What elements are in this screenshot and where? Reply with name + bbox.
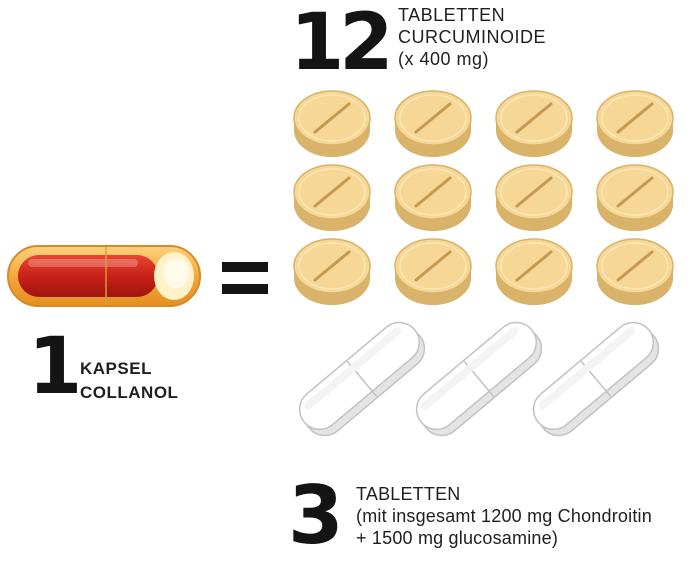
round-tablet-icon — [293, 164, 371, 231]
softgel-capsule-icon — [7, 245, 201, 307]
round-tablet-icon — [495, 238, 573, 305]
round-tablet-icon — [394, 238, 472, 305]
caplet-caption-line-2: (mit insgesamt 1200 mg Chondroitin — [356, 506, 652, 526]
round-tablet-icon — [495, 90, 573, 157]
capsule-caption: KAPSEL COLLANOL — [80, 357, 178, 405]
tablet-caption-line-1: TABLETTEN — [398, 5, 506, 25]
round-tablet-icon — [293, 238, 371, 305]
round-tablet-icon — [394, 90, 472, 157]
tablet-caption-line-2: CURCUMINOIDE — [398, 27, 546, 47]
round-tablet-icon — [293, 90, 371, 157]
caplet-row — [298, 321, 660, 437]
white-caplet-icon — [415, 321, 543, 437]
round-tablet-icon — [596, 238, 674, 305]
capsule-count: 1 — [28, 322, 83, 412]
tablet-grid — [293, 90, 674, 305]
caplet-caption: TABLETTEN (mit insgesamt 1200 mg Chondro… — [356, 483, 652, 549]
tablet-count: 12 — [290, 0, 394, 88]
round-tablet-icon — [596, 164, 674, 231]
round-tablet-icon — [394, 164, 472, 231]
round-tablet-icon — [596, 90, 674, 157]
capsule-caption-line-1: KAPSEL — [80, 359, 152, 378]
caplet-caption-line-3: + 1500 mg glucosamine) — [356, 528, 559, 548]
tablet-caption: TABLETTEN CURCUMINOIDE (x 400 mg) — [398, 4, 546, 70]
white-caplet-icon — [532, 321, 660, 437]
tablet-caption-line-3: (x 400 mg) — [398, 49, 490, 69]
caplet-count: 3 — [288, 469, 344, 562]
capsule-caption-line-2: COLLANOL — [80, 383, 179, 402]
caplet-caption-line-1: TABLETTEN — [356, 484, 461, 504]
equals-sign-icon — [222, 262, 268, 294]
white-caplet-icon — [298, 321, 426, 437]
round-tablet-icon — [495, 164, 573, 231]
